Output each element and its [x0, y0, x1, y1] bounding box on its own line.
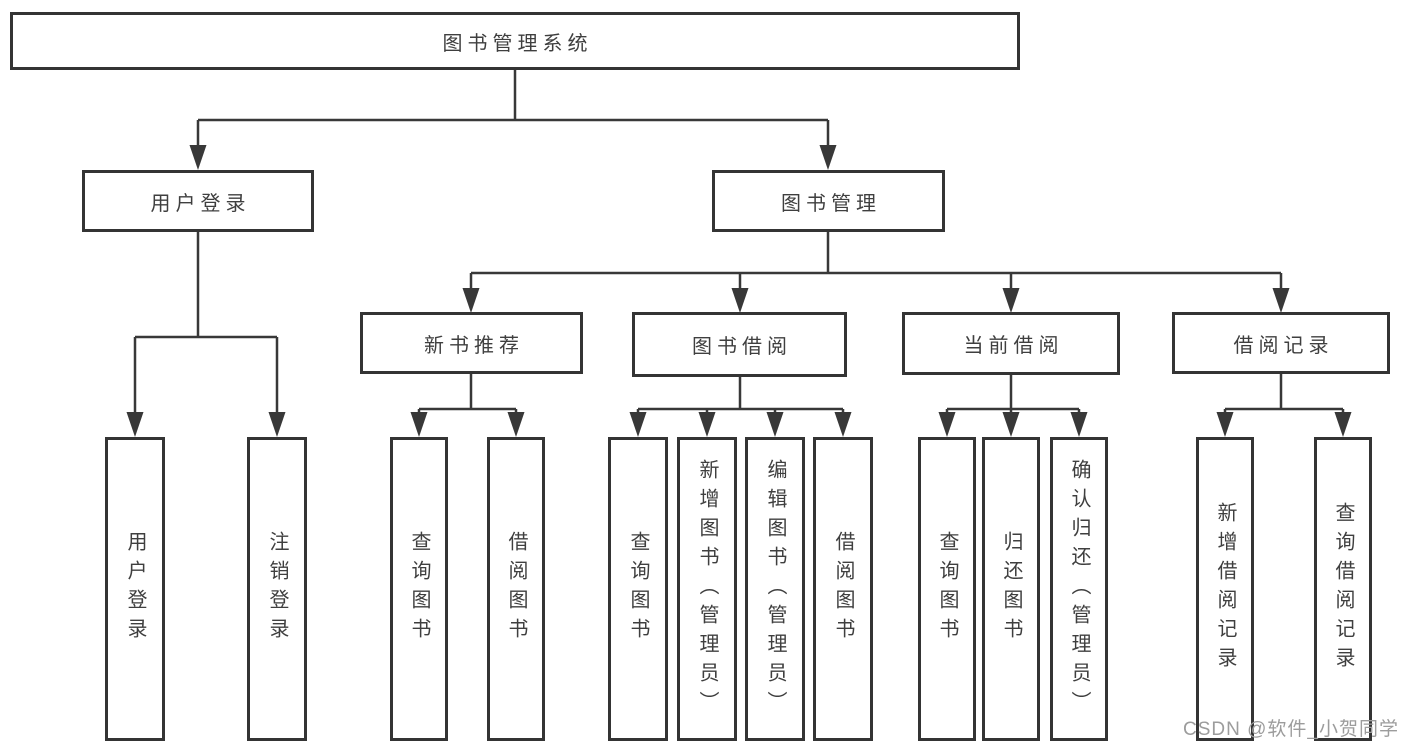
arrowhead-icon [1002, 288, 1020, 313]
arrowhead-icon [462, 288, 480, 313]
leaf-return-book: 归还图书 [982, 437, 1040, 741]
connector-current-borrowing-children [945, 375, 1081, 416]
node-borrowing-records: 借阅记录 [1172, 312, 1390, 374]
connector-root-to-level2 [196, 70, 830, 150]
leaf-user-login: 用户登录 [105, 437, 165, 741]
arrowhead-icon [410, 412, 428, 437]
leaf-borrow-books-borrowing: 借阅图书 [813, 437, 873, 741]
leaf-query-books-borrowing: 查询图书 [608, 437, 668, 741]
arrowhead-icon [1334, 412, 1352, 437]
connector-book-mgmt-sections [469, 232, 1283, 293]
arrowhead-icon [268, 412, 286, 437]
leaf-query-books-recommend: 查询图书 [390, 437, 448, 741]
arrowhead-icon [189, 145, 207, 170]
connector-book-borrowing-children [636, 377, 845, 416]
leaf-query-borrow-record: 查询借阅记录 [1314, 437, 1372, 741]
arrowhead-icon [126, 412, 144, 437]
node-library-system: 图书管理系统 [10, 12, 1020, 70]
arrowhead-icon [507, 412, 525, 437]
connector-new-book-children [417, 374, 518, 416]
arrowhead-icon [834, 412, 852, 437]
leaf-logout: 注销登录 [247, 437, 307, 741]
arrowhead-icon [1070, 412, 1088, 437]
arrowhead-icon [938, 412, 956, 437]
leaf-add-book-admin: 新增图书（管理员） [677, 437, 737, 741]
arrowhead-icon [1272, 288, 1290, 313]
arrowhead-icon [1002, 412, 1020, 437]
arrowhead-icon [629, 412, 647, 437]
node-book-borrowing: 图书借阅 [632, 312, 847, 377]
node-new-book-recommend: 新书推荐 [360, 312, 583, 374]
leaf-add-borrow-record: 新增借阅记录 [1196, 437, 1254, 741]
csdn-watermark: CSDN @软件_小贺同学 [1183, 719, 1399, 740]
leaf-edit-book-admin: 编辑图书（管理员） [745, 437, 805, 741]
connector-user-login-children [133, 232, 279, 416]
leaf-confirm-return-admin: 确认归还（管理员） [1050, 437, 1108, 741]
arrowhead-icon [1216, 412, 1234, 437]
arrowhead-icon [698, 412, 716, 437]
arrowhead-icon [819, 145, 837, 170]
arrowhead-icon [731, 288, 749, 313]
node-user-login: 用户登录 [82, 170, 314, 232]
connector-borrowing-records-children [1223, 374, 1345, 416]
leaf-query-books-current: 查询图书 [918, 437, 976, 741]
node-book-management: 图书管理 [712, 170, 945, 232]
leaf-borrow-books-recommend: 借阅图书 [487, 437, 545, 741]
node-current-borrowing: 当前借阅 [902, 312, 1120, 375]
arrowhead-icon [766, 412, 784, 437]
